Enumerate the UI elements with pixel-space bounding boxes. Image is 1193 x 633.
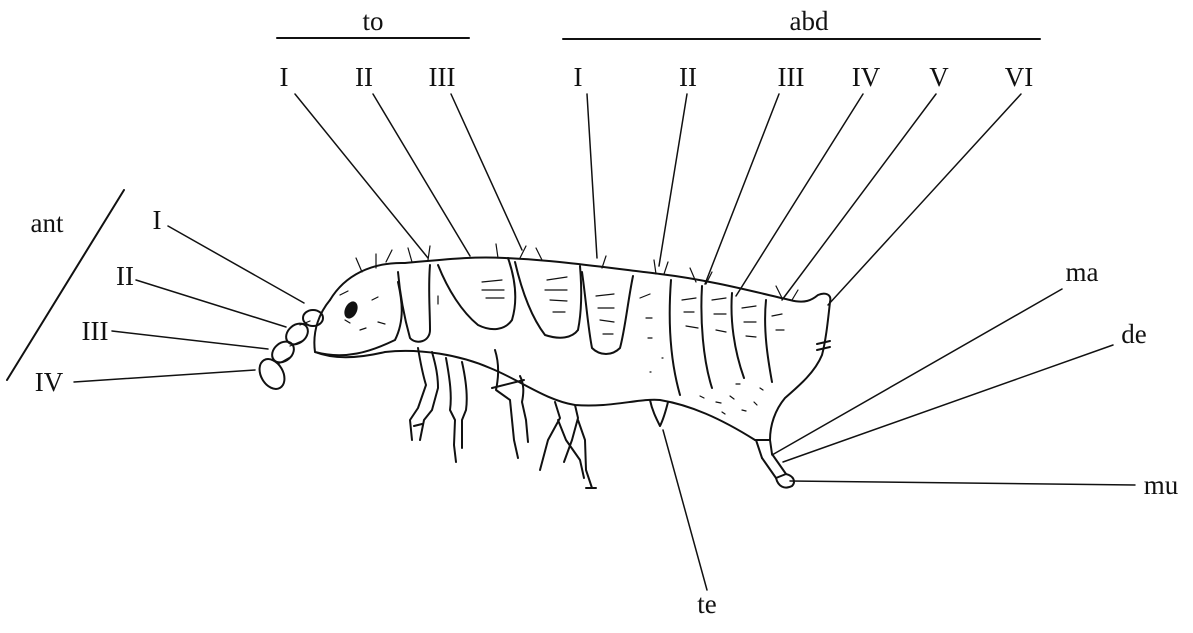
- setae: [356, 244, 798, 300]
- thorax-II-plate: [438, 258, 515, 329]
- antenna: [254, 310, 323, 393]
- leg-3: [492, 350, 528, 458]
- leader-antenna-I: [168, 226, 304, 303]
- antenna-segment-IV: IV: [35, 367, 64, 397]
- dens-label: de: [1121, 319, 1147, 349]
- leader-abdomen-V: [782, 94, 936, 300]
- thorax-label: to: [362, 6, 383, 36]
- leader-thorax-II: [373, 94, 470, 256]
- leader-antenna-III: [112, 331, 268, 349]
- abdomen-segment-V: V: [929, 62, 949, 92]
- thorax-I-plate: [398, 265, 430, 342]
- leader-abdomen-III: [705, 94, 779, 284]
- manubrium: [755, 440, 772, 458]
- antenna-label: ant: [31, 208, 64, 238]
- thorax-segment-I: I: [280, 62, 289, 92]
- ventral-outline: [315, 351, 755, 440]
- leader-antenna-IV: [74, 370, 255, 382]
- abdomen-segment-lines: [670, 280, 772, 395]
- thorax-marks: [438, 277, 567, 312]
- head: [314, 282, 401, 355]
- abdomen-I-plate: [582, 272, 633, 354]
- tenaculum: [650, 400, 668, 426]
- leg-4: [540, 402, 596, 488]
- antenna-segment-III: III: [82, 316, 109, 346]
- antenna-group: ant I II III IV: [7, 190, 162, 397]
- leader-dens: [783, 345, 1113, 462]
- leg-2: [446, 358, 467, 462]
- antenna-segment-II: II: [116, 261, 134, 291]
- leader-mucro: [790, 481, 1135, 485]
- leader-abdomen-II: [659, 94, 687, 266]
- leader-abdomen-I: [587, 94, 597, 258]
- antenna-divider: [7, 190, 124, 380]
- tenaculum-label: te: [697, 589, 717, 619]
- leader-thorax-I: [295, 94, 428, 258]
- leader-antenna-II: [136, 280, 286, 327]
- thorax-segment-II: II: [355, 62, 373, 92]
- abdomen-segment-IV: IV: [852, 62, 881, 92]
- springtail-body: [254, 244, 830, 488]
- legs: [410, 348, 596, 488]
- thorax-III-plate: [515, 262, 581, 338]
- leader-manubrium: [772, 289, 1062, 455]
- abdomen-group: abd I II III IV V VI: [563, 6, 1040, 92]
- abdomen-segment-II: II: [679, 62, 697, 92]
- abdomen-label: abd: [790, 6, 829, 36]
- leader-tenaculum: [663, 430, 707, 590]
- leader-abdomen-IV: [736, 94, 863, 296]
- manubrium-label: ma: [1066, 257, 1099, 287]
- abdomen-segment-I: I: [574, 62, 583, 92]
- thorax-group: to I II III: [277, 6, 469, 92]
- mucro-label: mu: [1144, 470, 1179, 500]
- abdomen-segment-VI: VI: [1005, 62, 1034, 92]
- leader-lines: [74, 94, 1135, 590]
- thorax-segment-III: III: [429, 62, 456, 92]
- eye-patch: [342, 299, 360, 320]
- leader-thorax-III: [451, 94, 522, 250]
- leg-1: [410, 348, 438, 440]
- antenna-segment-I: I: [153, 205, 162, 235]
- abdomen-segment-III: III: [778, 62, 805, 92]
- antenna-segment-III-shape: [268, 337, 298, 366]
